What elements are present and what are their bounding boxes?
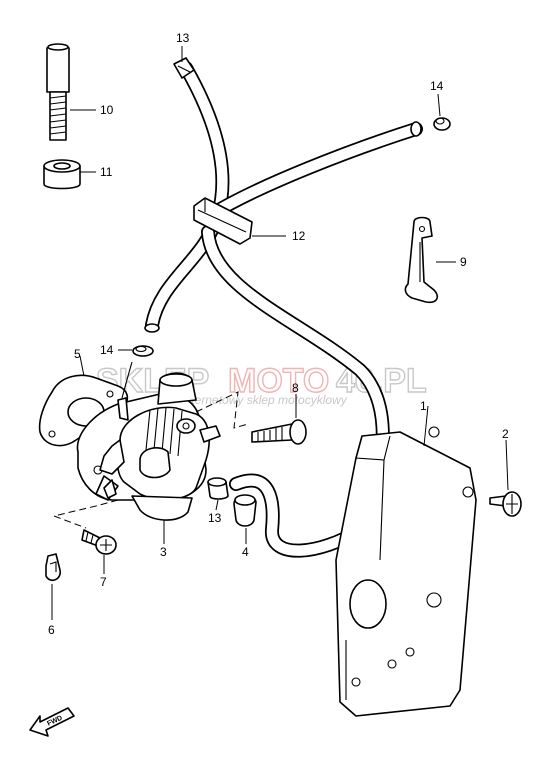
fuel-pump-3 — [76, 361, 221, 521]
hose-joint-12 — [193, 197, 253, 245]
screw-8 — [251, 419, 307, 445]
callout-9: 9 — [460, 255, 467, 269]
callout-4: 4 — [242, 545, 249, 559]
clip-14-right — [433, 117, 451, 131]
screw-2 — [489, 491, 522, 517]
cap-4 — [233, 494, 257, 527]
stud-bolt-10 — [46, 43, 70, 141]
callout-13-lower: 13 — [208, 511, 222, 525]
dash-line-upper — [195, 391, 249, 429]
callout-8: 8 — [292, 381, 299, 395]
callout-3: 3 — [160, 545, 167, 559]
callout-5: 5 — [74, 347, 81, 361]
callout-11: 11 — [100, 165, 113, 179]
watermark-tagline: internetowy sklep motocyklowy — [182, 393, 348, 407]
callout-14-right: 14 — [430, 79, 444, 93]
nut-11 — [43, 159, 81, 190]
plate-1 — [335, 426, 477, 717]
callout-7: 7 — [100, 575, 107, 589]
callout-13-top: 13 — [176, 31, 190, 45]
callout-10: 10 — [100, 103, 114, 117]
clip-6 — [45, 553, 61, 582]
dash-line-lower — [52, 499, 119, 529]
callout-14-left: 14 — [100, 343, 114, 357]
fuel-hose-lower — [229, 473, 367, 558]
callout-6: 6 — [48, 623, 55, 637]
callouts: 13 10 11 14 12 9 5 14 1 8 2 13 4 3 7 6 — [48, 31, 509, 637]
leader-lines — [51, 46, 509, 620]
screw-7 — [81, 529, 117, 555]
bracket-9 — [404, 216, 439, 304]
callout-2: 2 — [502, 427, 509, 441]
watermark-brand-mid: MOTO — [228, 362, 329, 400]
clamp-13-lower — [207, 477, 229, 500]
callout-1: 1 — [420, 399, 427, 413]
clip-14-left — [132, 345, 154, 357]
fwd-arrow: FWD — [29, 707, 75, 737]
callout-12: 12 — [292, 229, 306, 243]
